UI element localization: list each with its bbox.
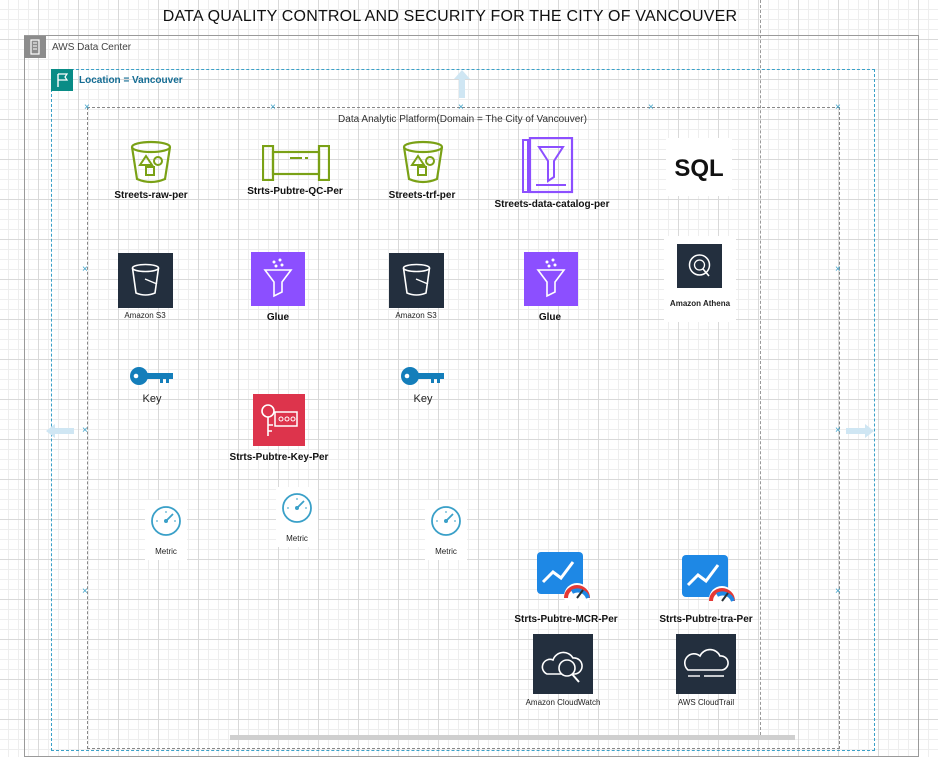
resize-handle[interactable]: ×: [458, 102, 464, 113]
sql-icon[interactable]: SQL: [666, 138, 732, 196]
cloudwatch-dashboard-icon[interactable]: [535, 550, 593, 611]
node-label: Amazon S3: [124, 311, 166, 320]
node-label: Strts-Pubtre-MCR-Per: [514, 614, 618, 625]
sql-glyph: SQL: [674, 155, 723, 182]
node-label: Streets-data-catalog-per: [494, 199, 610, 210]
metric-tile[interactable]: Metric: [276, 487, 318, 547]
node-label: Amazon Athena: [669, 299, 731, 308]
amazon-s3-icon[interactable]: [389, 253, 444, 313]
node-label: Strts-Pubtre-tra-Per: [659, 614, 753, 625]
glue-icon[interactable]: [524, 252, 578, 311]
kms-key-icon[interactable]: [253, 394, 305, 451]
node-label: Glue: [266, 312, 290, 323]
node-label: Streets-trf-per: [388, 190, 456, 201]
resize-handle[interactable]: ×: [835, 102, 841, 113]
flag-icon: [51, 69, 73, 91]
horizontal-scrollbar[interactable]: [230, 735, 795, 740]
metric-tile[interactable]: Metric: [145, 500, 187, 560]
data-catalog-icon[interactable]: [522, 136, 574, 200]
page-break-line: [760, 0, 761, 740]
resize-handle[interactable]: ×: [835, 425, 841, 436]
amazon-s3-icon[interactable]: [118, 253, 173, 313]
node-label: Strts-Pubtre-Key-Per: [229, 452, 329, 463]
resize-handle[interactable]: ×: [835, 586, 841, 597]
node-label: Key: [142, 393, 162, 405]
s3-bucket-icon[interactable]: [128, 139, 174, 190]
athena-tile[interactable]: Amazon Athena: [664, 236, 736, 322]
resize-handle[interactable]: ×: [82, 264, 88, 275]
building-icon: [24, 36, 46, 58]
key-icon[interactable]: [400, 366, 446, 391]
drag-arrow-up-icon[interactable]: [454, 70, 470, 103]
gauge-icon: [431, 506, 461, 536]
gauge-icon: [282, 493, 312, 523]
drag-arrow-right-icon[interactable]: [846, 424, 874, 443]
resize-handle[interactable]: ×: [270, 102, 276, 113]
data-center-label: AWS Data Center: [52, 42, 132, 53]
gauge-icon: [151, 506, 181, 536]
node-label: Key: [413, 393, 433, 405]
key-icon[interactable]: [129, 366, 175, 391]
athena-icon: [677, 244, 722, 289]
drag-arrow-left-icon[interactable]: [46, 424, 74, 443]
resize-handle[interactable]: ×: [835, 264, 841, 275]
node-label: Amazon CloudWatch: [525, 698, 601, 707]
diagram-title: DATA QUALITY CONTROL AND SECURITY FOR TH…: [162, 8, 738, 25]
node-label: Metric: [155, 547, 177, 556]
s3-bucket-icon[interactable]: [400, 139, 446, 190]
node-label: Streets-raw-per: [114, 190, 188, 201]
aws-cloudtrail-icon[interactable]: [676, 634, 736, 699]
metric-tile[interactable]: Metric: [425, 500, 467, 560]
node-label: Metric: [435, 547, 457, 556]
location-label: Location = Vancouver: [79, 75, 183, 86]
node-label: Glue: [538, 312, 562, 323]
cloudtrail-dashboard-icon[interactable]: [680, 553, 738, 614]
node-label: AWS CloudTrail: [677, 698, 735, 707]
node-label: Metric: [286, 534, 308, 543]
glue-pipe-icon[interactable]: [261, 144, 331, 186]
platform-label: Data Analytic Platform(Domain = The City…: [338, 114, 587, 125]
node-label: Strts-Pubtre-QC-Per: [247, 186, 343, 197]
resize-handle[interactable]: ×: [82, 586, 88, 597]
resize-handle[interactable]: ×: [648, 102, 654, 113]
amazon-cloudwatch-icon[interactable]: [533, 634, 593, 699]
glue-icon[interactable]: [251, 252, 305, 311]
resize-handle[interactable]: ×: [82, 425, 88, 436]
resize-handle[interactable]: ×: [84, 102, 90, 113]
node-label: Amazon S3: [395, 311, 437, 320]
